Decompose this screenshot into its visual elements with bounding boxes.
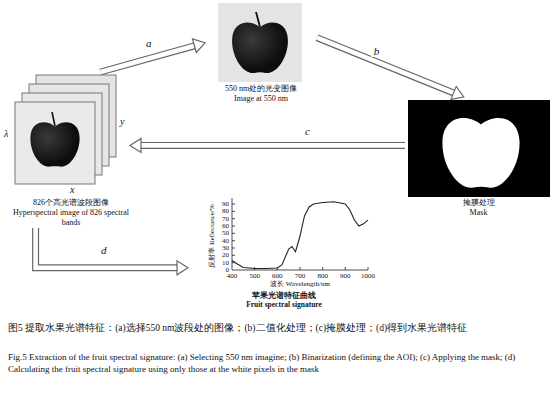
tick-label: 80 [222, 207, 229, 215]
figure-caption: 图5 提取水果光谱特征：(a)选择550 nm波段处的图像；(b)二值化处理；(… [8, 322, 546, 335]
tick-label: 1000 [361, 272, 375, 280]
image-node: 826个高光谱波段图像Hyperspectral image of 826 sp… [12, 72, 130, 228]
tick-label: 20 [222, 251, 229, 259]
arrow-head [193, 39, 206, 53]
band-image [218, 3, 302, 82]
node-caption: Hyperspectral image of 826 spectral band… [12, 208, 130, 228]
arrow-body [317, 38, 454, 93]
node-caption: Fruit spectral signature [188, 300, 380, 309]
tick-label: 700 [295, 272, 306, 280]
hollow-arrow [130, 138, 405, 152]
arrow-outline [317, 38, 454, 93]
figure-caption-english: Fig.5 Extraction of the fruit spectral s… [8, 352, 546, 375]
tick-label: 800 [317, 272, 328, 280]
arrow-body [101, 46, 195, 72]
node-caption: Mask [405, 208, 552, 218]
tick-label: 10 [222, 259, 229, 267]
arrow-outline [141, 142, 405, 149]
arrow-body [141, 143, 405, 148]
arrow-body [36, 228, 177, 268]
arrow-head [130, 138, 141, 152]
arrow-head [451, 86, 464, 99]
tick-label: 70 [222, 215, 229, 223]
step-label: a [144, 37, 154, 49]
node-caption: Image at 550 nm [205, 94, 317, 104]
hollow-arrow [36, 228, 188, 275]
axis-title: 反射率 Reflectance/% [208, 204, 216, 268]
tick-label: 40 [222, 237, 229, 245]
step-label: c [303, 125, 312, 137]
band-frame [15, 102, 95, 184]
axis-symbol: y [120, 116, 124, 128]
node-caption: 苹果光谱特征曲线 [188, 291, 380, 300]
tick-label: 90 [222, 200, 229, 208]
axis-symbol: λ [4, 128, 8, 140]
tick-label: 900 [340, 272, 351, 280]
arrow-head [177, 261, 188, 275]
image-node: 掩膜处理Mask [405, 97, 552, 218]
image-node: 550 nm处的光变图像Image at 550 nm [205, 2, 317, 104]
axis-symbol: x [70, 184, 74, 196]
tick-label: 600 [272, 272, 283, 280]
tick-label: 400 [227, 272, 238, 280]
hollow-arrow [317, 38, 464, 100]
step-label: b [372, 45, 382, 57]
tick-label: 60 [222, 222, 229, 230]
arrow-outline [101, 46, 195, 72]
tick-label: 50 [222, 229, 229, 237]
spectrum-chart [232, 198, 368, 270]
axis-title: 波长 Wavelength/nm [270, 280, 330, 288]
image-node: 苹果光谱特征曲线Fruit spectral signature [188, 190, 380, 310]
arrow-outline [36, 228, 177, 268]
step-label: d [99, 244, 109, 256]
node-caption: 掩膜处理 [405, 198, 552, 208]
node-caption: 826个高光谱波段图像 [12, 198, 130, 208]
tick-label: 30 [222, 244, 229, 252]
node-caption: 550 nm处的光变图像 [205, 84, 317, 94]
tick-label: 500 [249, 272, 260, 280]
mask-image [408, 100, 550, 197]
